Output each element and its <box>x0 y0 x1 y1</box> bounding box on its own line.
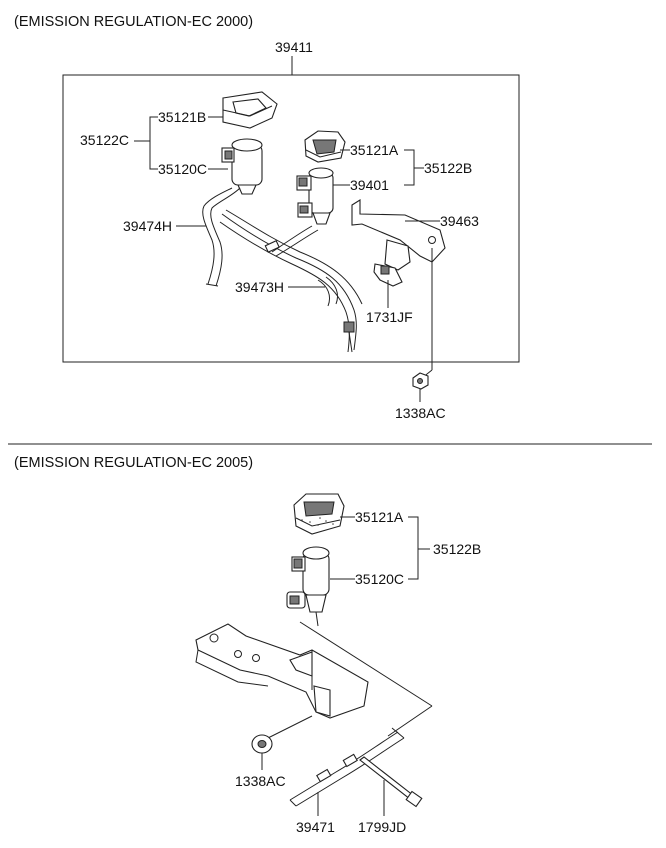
assembly-frame <box>62 74 520 363</box>
label-35120c: 35120C <box>158 161 207 177</box>
leader-nut-ec2005-top <box>267 715 313 739</box>
mounting-plate-icon <box>195 621 433 737</box>
bracket-35122c <box>134 116 158 170</box>
section2-caption: (EMISSION REGULATION-EC 2005) <box>14 455 253 471</box>
nut-1338ac-ec2005-icon <box>251 734 273 754</box>
hose-assembly-icon <box>202 187 363 353</box>
label-39463: 39463 <box>440 213 479 229</box>
label-35122b-ec2005: 35122B <box>433 541 481 557</box>
label-35122b: 35122B <box>424 160 472 176</box>
hose-39471-icon <box>289 727 405 807</box>
label-39411: 39411 <box>275 39 313 55</box>
label-1338ac-ec2005: 1338AC <box>235 773 286 789</box>
bracket-35122b-ec2005 <box>408 516 430 580</box>
label-39471: 39471 <box>296 819 335 835</box>
label-1731jf: 1731JF <box>366 309 413 325</box>
section1-caption: (EMISSION REGULATION-EC 2000) <box>14 14 253 30</box>
cover-35121a-ec2005-icon <box>293 493 345 535</box>
cover-35121a-icon <box>304 130 346 163</box>
label-35121a: 35121A <box>350 142 399 158</box>
valve-35120c-ec2005-icon <box>286 546 330 627</box>
label-39474h: 39474H <box>123 218 172 234</box>
label-35120c-ec2005: 35120C <box>355 571 404 587</box>
bracket-39463-icon <box>351 199 446 287</box>
cable-tie-1799jd-icon <box>359 756 423 808</box>
label-39473h: 39473H <box>235 279 284 295</box>
label-39401: 39401 <box>350 177 389 193</box>
valve-39401-icon <box>296 167 334 225</box>
nut-1338ac-icon <box>412 372 429 390</box>
cover-35121b-icon <box>222 91 278 129</box>
bracket-35122b <box>404 149 424 186</box>
label-1338ac: 1338AC <box>395 405 446 421</box>
label-35122c: 35122C <box>80 132 129 148</box>
valve-35120c-icon <box>221 138 263 195</box>
label-35121b: 35121B <box>158 109 206 125</box>
label-35121a-ec2005: 35121A <box>355 509 404 525</box>
label-1799jd: 1799JD <box>358 819 406 835</box>
